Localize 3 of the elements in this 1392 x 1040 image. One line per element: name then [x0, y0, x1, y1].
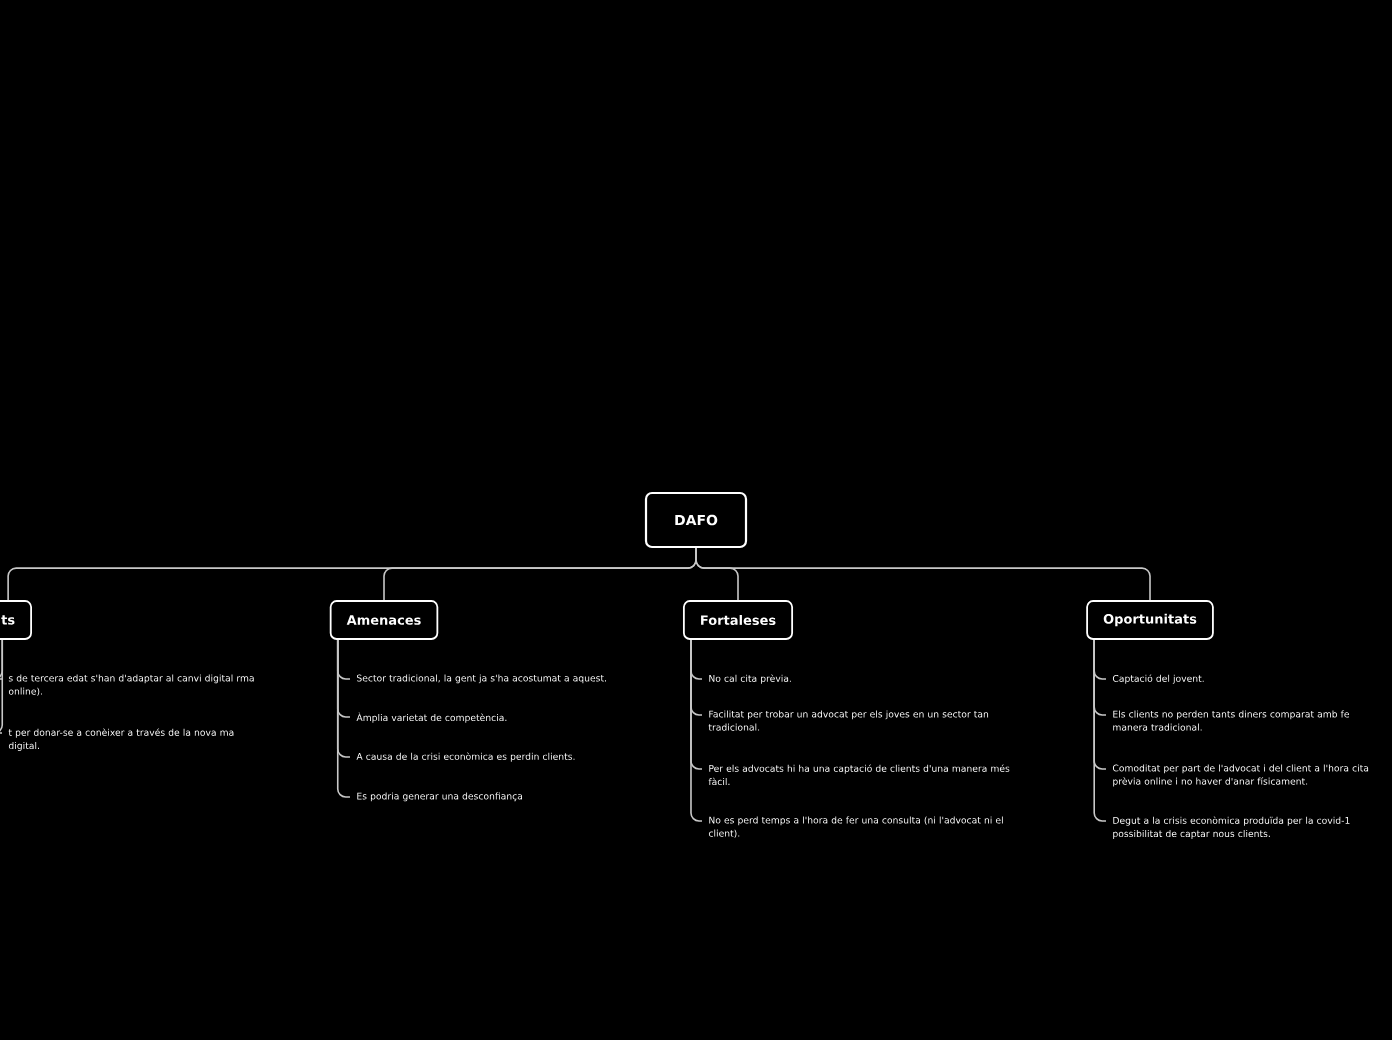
connector-line	[336, 639, 351, 798]
connector-line	[695, 547, 1151, 601]
connector-line	[690, 639, 703, 822]
